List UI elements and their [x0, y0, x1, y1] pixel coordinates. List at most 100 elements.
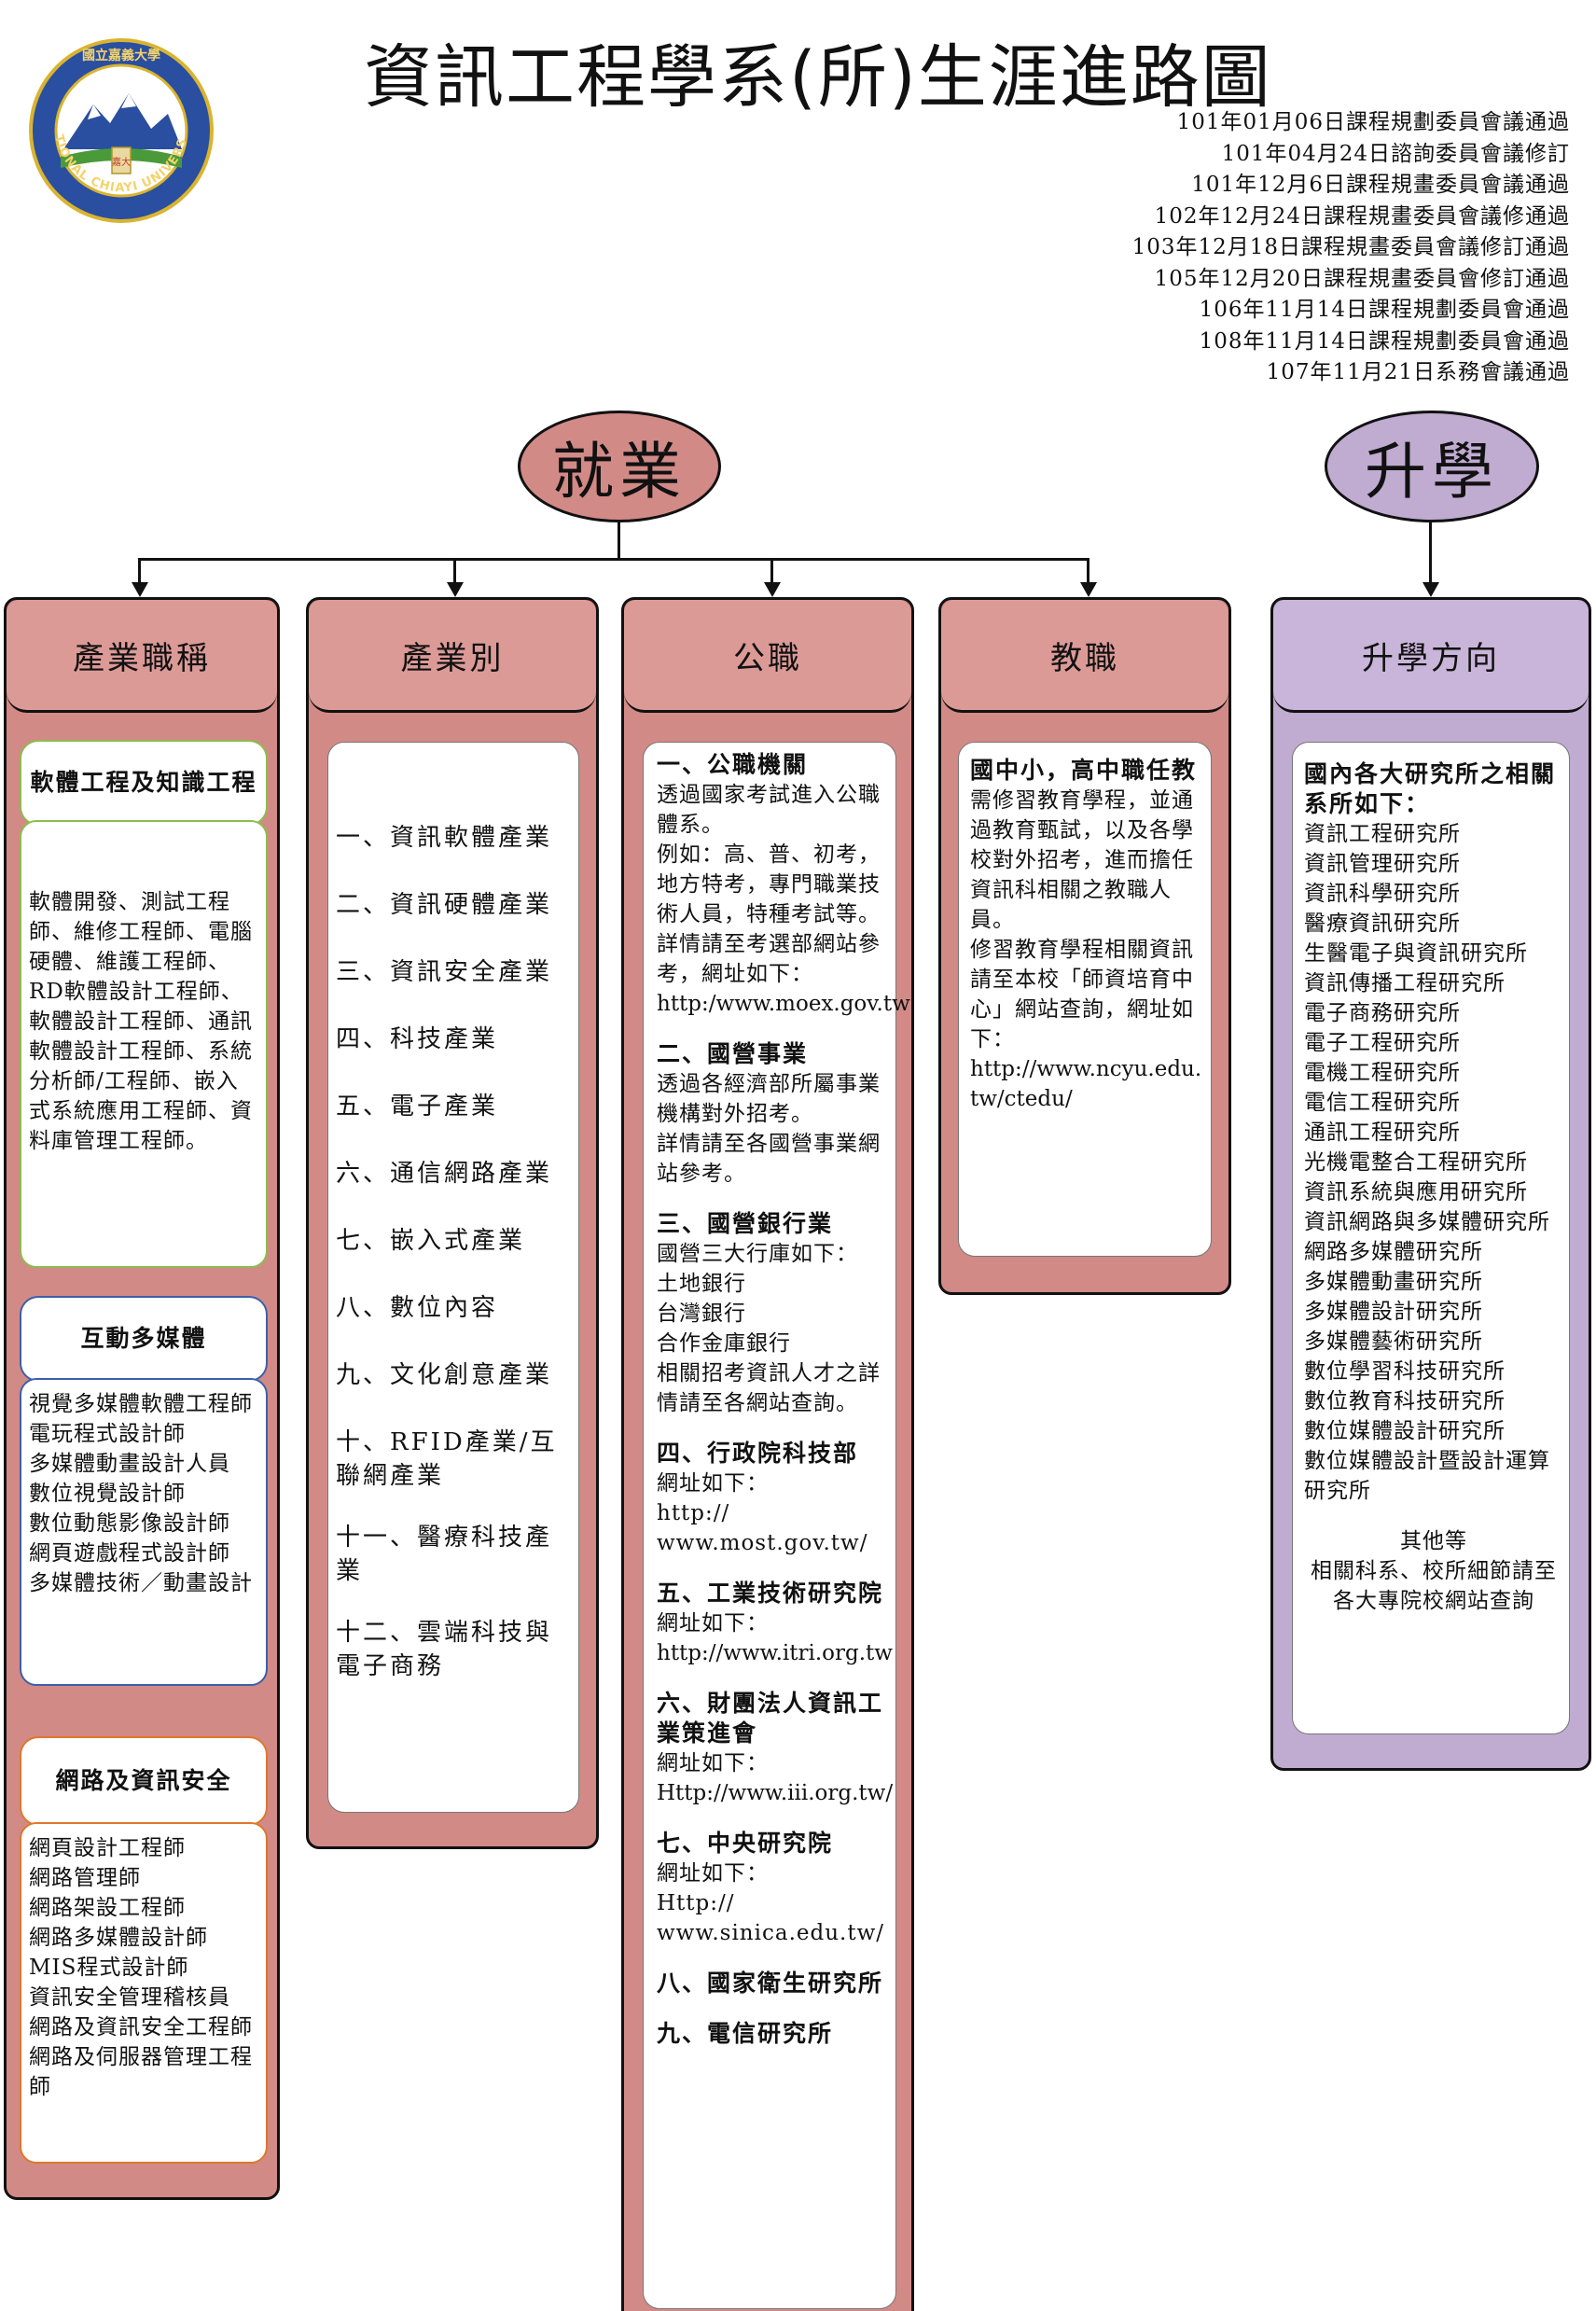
- link-sinica[interactable]: www.sinica.edu.tw/: [657, 1921, 885, 1945]
- list-item: 十一、醫療科技產業: [336, 1524, 553, 1585]
- further-study-node: 升學: [1325, 411, 1539, 522]
- column-header: 公職: [624, 600, 911, 713]
- logo-badge: 嘉大: [112, 156, 131, 168]
- arrow-icon: [1080, 582, 1097, 597]
- list-item: 網路管理師: [29, 1866, 141, 1890]
- list-item: 十二、雲端科技與電子商務: [336, 1619, 553, 1680]
- group-list-network-security: 網頁設計工程師 網路管理師 網路架設工程師 網路多媒體設計師 MIS程式設計師 …: [20, 1822, 268, 2164]
- column-header: 產業職稱: [7, 600, 277, 713]
- arrow-icon: [1423, 582, 1439, 597]
- section-line: 合作金庫銀行: [657, 1331, 791, 1356]
- list-item: 二、資訊硬體產業: [336, 891, 553, 919]
- list-item: 數位媒體設計研究所: [1304, 1419, 1506, 1443]
- link-ctedu[interactable]: http://www.ncyu.edu.tw/ctedu/: [970, 1057, 1202, 1111]
- list-item: 通訊工程研究所: [1304, 1121, 1461, 1145]
- list-item: 一、資訊軟體產業: [336, 824, 553, 852]
- section-line: 台灣銀行: [657, 1302, 746, 1326]
- group-title-multimedia: 互動多媒體: [20, 1296, 268, 1382]
- teaching-panel: 國中小，高中職任教 需修習教育學程，並通過教育甄試，以及各學校對外招考，進而擔任…: [958, 742, 1212, 1257]
- list-item: 資訊管理研究所: [1304, 852, 1461, 876]
- list-item: 網頁設計工程師: [29, 1836, 186, 1860]
- link-most[interactable]: http://: [657, 1501, 730, 1525]
- list-item: 多媒體動畫設計人員: [29, 1452, 230, 1476]
- section-line: 透過國家考試進入公職體系。: [657, 783, 881, 837]
- list-item: 電子工程研究所: [1304, 1031, 1461, 1055]
- section-line: 例如：高、普、初考，地方特考，專門職業技術人員，特種考試等。: [657, 842, 881, 926]
- logo-chinese-name: 國立嘉義大學: [82, 48, 160, 63]
- public-jobs-column: 公職 一、公職機關 透過國家考試進入公職體系。 例如：高、普、初考，地方特考，專…: [621, 597, 914, 2311]
- teaching-column: 教職 國中小，高中職任教 需修習教育學程，並通過教育甄試，以及各學校對外招考，進…: [938, 597, 1231, 1295]
- footer-note: 相關科系、校所細節請至各大專院校網站查詢: [1311, 1559, 1557, 1613]
- approval-line: 105年12月20日課程規畫委員會修訂通過: [1154, 266, 1570, 291]
- section-title: 國中小，高中職任教: [970, 757, 1198, 784]
- group-list-multimedia: 視覺多媒體軟體工程師 電玩程式設計師 多媒體動畫設計人員 數位視覺設計師 數位動…: [20, 1378, 268, 1686]
- connector-line: [138, 558, 141, 584]
- section-title: 七、中央研究院: [657, 1830, 834, 1857]
- list-item: 網路及資訊安全工程師: [29, 2015, 253, 2040]
- list-item: 網路多媒體研究所: [1304, 1240, 1483, 1264]
- column-header: 教職: [941, 600, 1228, 713]
- link-iii[interactable]: Http://www.iii.org.tw/: [657, 1781, 894, 1805]
- link-moex[interactable]: http:/www.moex.gov.tw: [657, 992, 910, 1016]
- approval-line: 101年04月24日諮詢委員會議修訂: [1221, 141, 1570, 166]
- list-item: 資訊科學研究所: [1304, 882, 1461, 906]
- group-title-network-security: 網路及資訊安全: [20, 1736, 268, 1826]
- list-item: 多媒體技術／動畫設計: [29, 1571, 253, 1595]
- list-item: 三、資訊安全產業: [336, 958, 553, 986]
- list-item: 數位媒體設計暨設計運算研究所: [1304, 1449, 1550, 1503]
- connector-line: [618, 522, 620, 560]
- group-title-software: 軟體工程及知識工程: [20, 740, 268, 826]
- section-title: 六、財團法人資訊工業策進會: [657, 1690, 884, 1747]
- page-title: 資訊工程學系(所)生涯進路圖: [364, 37, 1272, 118]
- list-item: 數位教育科技研究所: [1304, 1389, 1506, 1413]
- connector-line: [138, 558, 1089, 561]
- list-item: 電機工程研究所: [1304, 1061, 1461, 1085]
- list-item: 電信工程研究所: [1304, 1091, 1461, 1115]
- list-item: 視覺多媒體軟體工程師: [29, 1392, 253, 1416]
- arrow-icon: [764, 582, 781, 597]
- list-item: 資訊系統與應用研究所: [1304, 1180, 1528, 1204]
- section-line: 詳情請至考選部網站參考，網址如下：: [657, 932, 881, 986]
- section-title: 一、公職機關: [657, 751, 809, 778]
- link-most[interactable]: www.most.gov.tw/: [657, 1531, 868, 1555]
- list-item: 四、科技產業: [336, 1025, 499, 1053]
- list-item: 六、通信網路產業: [336, 1160, 553, 1188]
- employment-node: 就業: [518, 411, 721, 522]
- footer-note: 其他等: [1400, 1529, 1467, 1553]
- list-item: 多媒體藝術研究所: [1304, 1330, 1483, 1354]
- list-item: 醫療資訊研究所: [1304, 912, 1461, 936]
- link-sinica[interactable]: Http://: [657, 1891, 735, 1915]
- list-item: 多媒體設計研究所: [1304, 1300, 1483, 1324]
- list-item: 七、嵌入式產業: [336, 1227, 526, 1255]
- section-title: 九、電信研究所: [657, 2020, 834, 2047]
- list-item: 電子商務研究所: [1304, 1001, 1461, 1025]
- section-title: 八、國家衛生研究所: [657, 1970, 884, 1997]
- approval-line: 101年12月6日課程規畫委員會議通過: [1191, 173, 1570, 197]
- section-title: 三、國營銀行業: [657, 1210, 834, 1237]
- section-line: 透過各經濟部所屬事業機構對外招考。: [657, 1072, 881, 1126]
- list-item: 資訊工程研究所: [1304, 822, 1461, 846]
- connector-line: [1429, 522, 1432, 584]
- approval-line: 102年12月24日課程規畫委員會議修通過: [1154, 203, 1570, 229]
- list-item: 八、數位內容: [336, 1294, 499, 1322]
- study-directions-column: 升學方向 國內各大研究所之相關系所如下： 資訊工程研究所 資訊管理研究所 資訊科…: [1270, 597, 1591, 1771]
- approval-line: 103年12月18日課程規畫委員會議修訂通過: [1131, 235, 1570, 259]
- list-item: 資訊網路與多媒體研究所: [1304, 1210, 1550, 1234]
- section-line: 網址如下：: [657, 1611, 769, 1636]
- approval-line: 108年11月14日課程規劃委員會通過: [1199, 328, 1570, 354]
- list-item: MIS程式設計師: [29, 1956, 189, 1980]
- approval-line: 106年11月14日課程規劃委員會通過: [1199, 298, 1570, 322]
- industry-types-column: 產業別 一、資訊軟體產業 二、資訊硬體產業 三、資訊安全產業 四、科技產業 五、…: [306, 597, 599, 1849]
- section-title: 五、工業技術研究院: [657, 1580, 884, 1607]
- list-item: 多媒體動畫研究所: [1304, 1270, 1483, 1294]
- list-item: 網路及伺服器管理工程師: [29, 2045, 253, 2099]
- section-line: 需修習教育學程，並通過教育甄試，以及各學校對外招考，進而擔任資訊科相關之教職人員…: [970, 788, 1194, 932]
- connector-line: [1087, 558, 1089, 584]
- section-line: 國營三大行庫如下：: [657, 1242, 858, 1266]
- list-item: 資訊傳播工程研究所: [1304, 971, 1506, 995]
- public-jobs-panel: 一、公職機關 透過國家考試進入公職體系。 例如：高、普、初考，地方特考，專門職業…: [643, 742, 910, 2309]
- arrow-icon: [447, 582, 464, 597]
- section-line: 詳情請至各國營事業網站參考。: [657, 1132, 881, 1186]
- link-itri[interactable]: http://www.itri.org.tw: [657, 1641, 893, 1665]
- list-item: 五、電子產業: [336, 1093, 499, 1121]
